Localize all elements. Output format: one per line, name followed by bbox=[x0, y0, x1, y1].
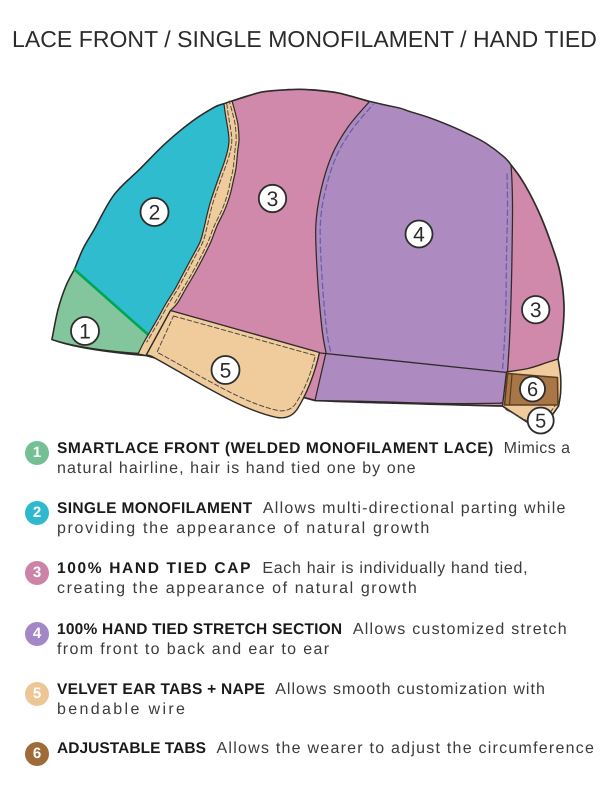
svg-text:4: 4 bbox=[413, 224, 425, 247]
svg-text:1: 1 bbox=[79, 321, 91, 344]
svg-text:3: 3 bbox=[530, 299, 542, 322]
svg-text:3: 3 bbox=[267, 188, 279, 211]
svg-text:5: 5 bbox=[220, 360, 232, 383]
svg-text:2: 2 bbox=[149, 202, 161, 225]
svg-text:6: 6 bbox=[527, 379, 538, 401]
svg-text:5: 5 bbox=[535, 411, 546, 433]
